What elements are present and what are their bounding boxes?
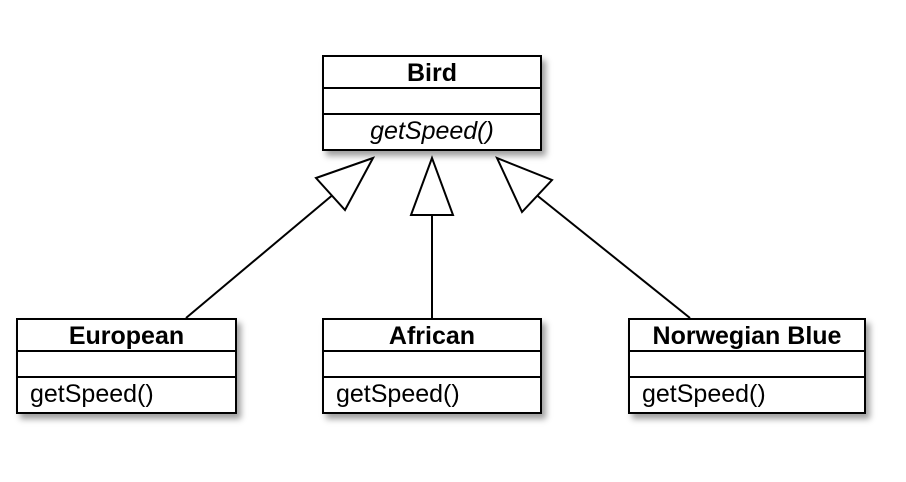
operations-compartment: getSpeed() <box>18 378 235 412</box>
hollow-triangle-arrowhead <box>314 156 376 212</box>
class-name: European <box>18 320 235 352</box>
operations-compartment: getSpeed() <box>630 378 864 412</box>
class-name: African <box>324 320 540 352</box>
class-norwegian-blue[interactable]: Norwegian Blue getSpeed() <box>628 318 866 414</box>
operations-compartment: getSpeed() <box>324 115 540 149</box>
connector-line <box>533 192 691 319</box>
hollow-triangle-arrowhead <box>495 156 554 214</box>
abstract-operation: getSpeed() <box>370 117 494 145</box>
attributes-compartment <box>18 352 235 378</box>
operation: getSpeed() <box>642 380 766 408</box>
attributes-compartment <box>324 89 540 115</box>
class-bird[interactable]: Bird getSpeed() <box>322 55 542 151</box>
class-african[interactable]: African getSpeed() <box>322 318 542 414</box>
attributes-compartment <box>324 352 540 378</box>
operations-compartment: getSpeed() <box>324 378 540 412</box>
class-name: Norwegian Blue <box>630 320 864 352</box>
hollow-triangle-arrowhead <box>409 155 455 216</box>
connector-line <box>185 192 336 319</box>
generalization-norwegian-blue-to-bird <box>495 156 691 319</box>
generalization-african-to-bird <box>409 155 455 318</box>
operation: getSpeed() <box>336 380 460 408</box>
class-name: Bird <box>324 57 540 89</box>
generalization-european-to-bird <box>185 156 376 319</box>
operation: getSpeed() <box>30 380 154 408</box>
class-european[interactable]: European getSpeed() <box>16 318 237 414</box>
attributes-compartment <box>630 352 864 378</box>
